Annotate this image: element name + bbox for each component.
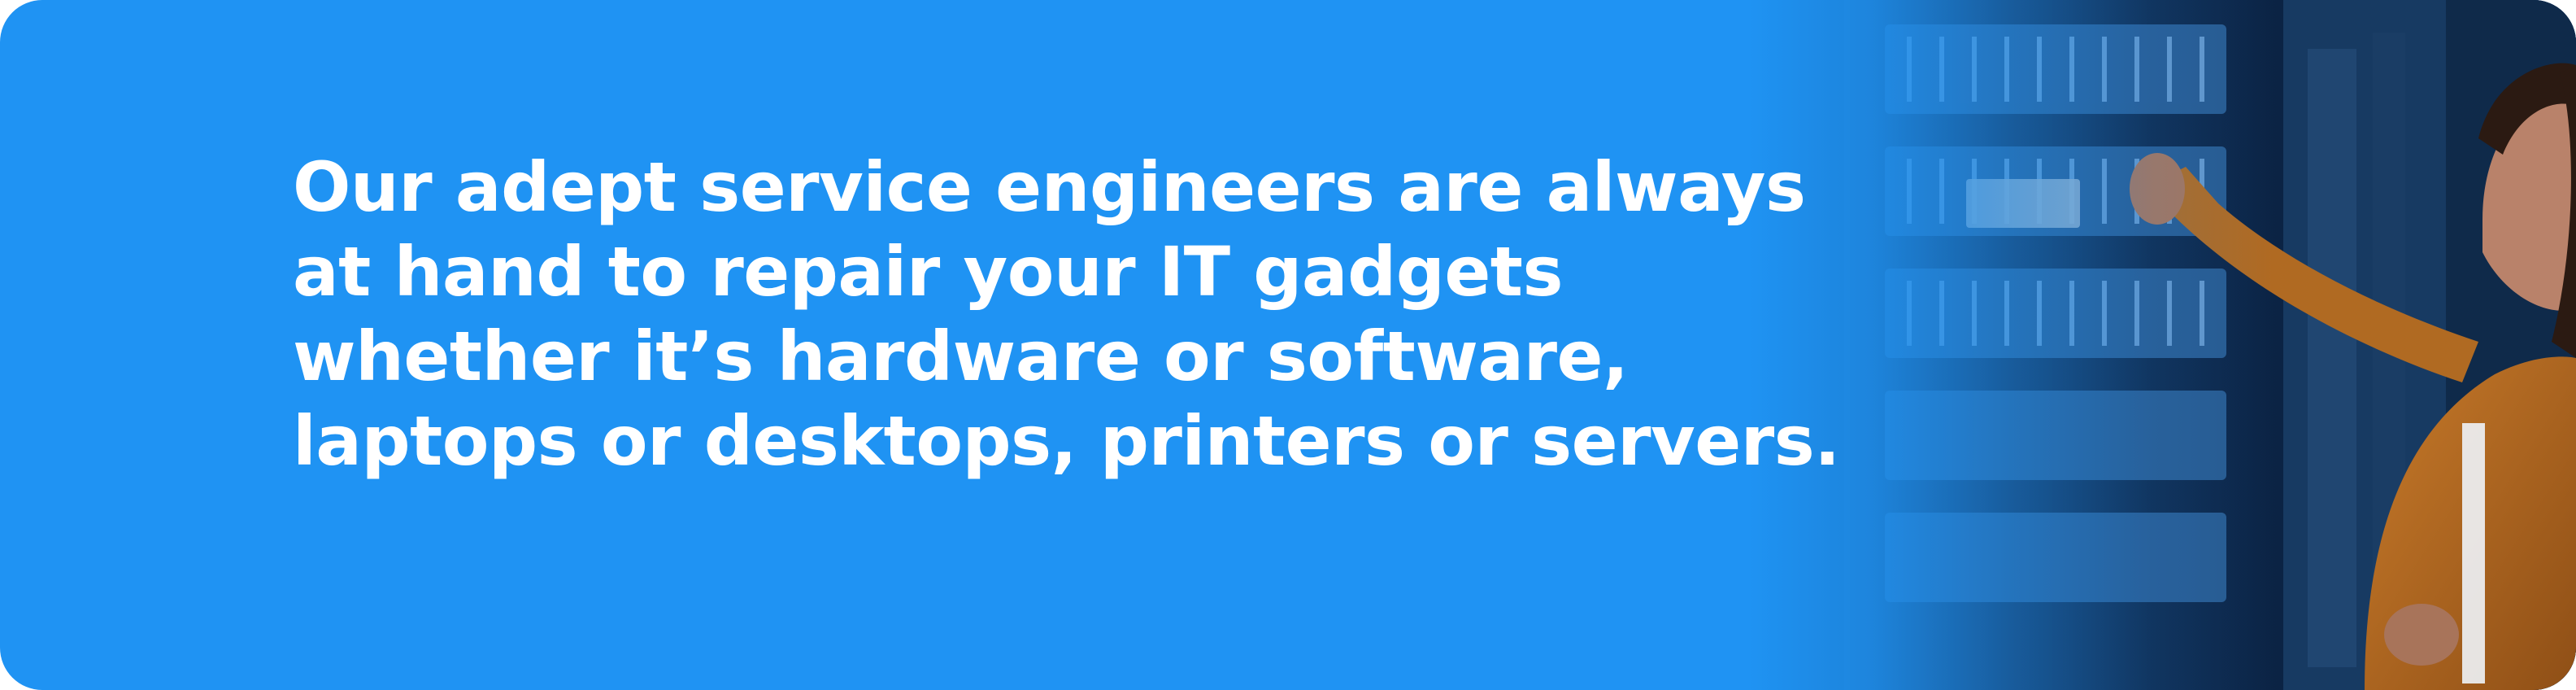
server-technician-illustration [1747,0,2576,690]
banner-message-line: Our adept service engineers are always [293,147,1806,227]
banner-message-line: laptops or desktops, printers or servers… [293,401,1840,481]
banner-message: Our adept service engineers are always a… [293,145,1840,483]
banner-message-line: whether it’s hardware or software, [293,317,1629,396]
banner-message-line: at hand to repair your IT gadgets [293,232,1563,312]
server-room-photo [1747,0,2576,690]
